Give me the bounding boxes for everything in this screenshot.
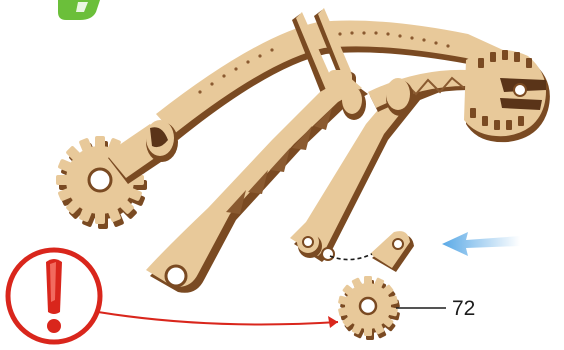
part-72-gear — [338, 231, 414, 340]
part-number-label: 72 — [452, 297, 475, 320]
gripper-claw — [464, 50, 550, 142]
wooden-arm-assembly — [56, 8, 550, 293]
alignment-dashed-line — [330, 254, 372, 260]
exclamation-warning-icon — [8, 250, 100, 342]
arrow-left-icon — [442, 232, 520, 256]
warning-connector-arrow — [98, 312, 338, 328]
step-badge — [58, 0, 100, 20]
